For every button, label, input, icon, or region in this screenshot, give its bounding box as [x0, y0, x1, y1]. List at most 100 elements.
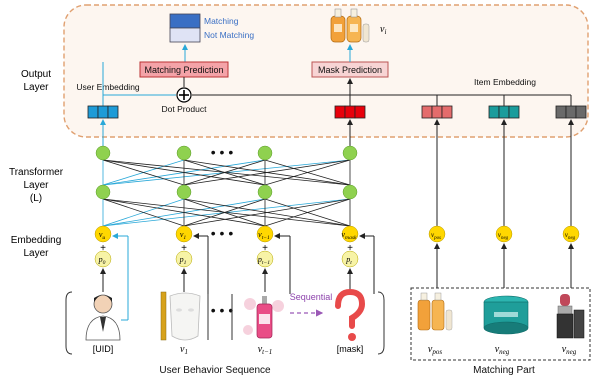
sequence-item-label: vt−1 — [258, 344, 273, 356]
position-embedding-symbol: p0 — [98, 255, 106, 266]
vector-cell — [575, 105, 587, 119]
user-avatar-icon — [85, 294, 121, 341]
transformer-nodes — [95, 145, 358, 200]
connection-emb-mid — [183, 198, 351, 227]
connection-emb-mid — [102, 198, 185, 227]
vector-cell — [334, 105, 346, 119]
mask-embedding-vector — [334, 105, 366, 119]
sequence-bracket-left — [65, 291, 73, 355]
position-embedding-node — [175, 250, 193, 268]
matching-item-label: vneg — [495, 344, 510, 356]
item-embedding-node — [94, 225, 112, 243]
plus-sign: + — [181, 243, 187, 254]
masked-item-label: vi — [380, 24, 386, 36]
item-embedding-node — [175, 225, 193, 243]
vector-cell — [421, 105, 433, 119]
transformer-node-mid — [95, 184, 111, 200]
item-embedding-symbol: v1 — [180, 230, 187, 241]
face-mask-icon — [160, 291, 201, 341]
match-item-embedding-node — [562, 225, 580, 243]
position-embedding-node — [256, 250, 274, 268]
item-embedding-node — [341, 225, 359, 243]
legend-not-matching-swatch — [169, 27, 201, 43]
vector-cell — [508, 105, 520, 119]
plus-sign: + — [262, 243, 268, 254]
match-item-embedding-symbol: vneg — [565, 231, 576, 241]
output-layer-label-line1: Output — [21, 69, 51, 80]
vector-cell — [431, 105, 443, 119]
shampoo-bottles-icon — [330, 8, 370, 43]
transformer-node-top — [342, 145, 358, 161]
transformer-node-top — [95, 145, 111, 161]
ellipsis-embedding: • • • — [211, 225, 234, 241]
position-embedding-symbol: p1 — [179, 255, 187, 266]
connection-emb-mid — [264, 198, 351, 227]
vector-cell — [565, 105, 577, 119]
lipstick-icon — [556, 294, 585, 339]
vector-cell — [555, 105, 567, 119]
legend-matching-label: Matching — [204, 16, 239, 26]
neg-item-vector-2 — [555, 105, 587, 119]
transformer-connections — [100, 119, 574, 288]
dot-product-label: Dot Product — [162, 104, 208, 114]
legend-matching-swatch — [169, 13, 201, 29]
transformer-layer-label-line2: Layer — [23, 180, 49, 191]
match-item-embedding-node — [428, 225, 446, 243]
vector-cell — [344, 105, 356, 119]
vector-cell — [87, 105, 99, 119]
cream-jar-icon — [483, 295, 529, 335]
position-embedding-node — [341, 250, 359, 268]
perfume-bottle-icon — [243, 296, 284, 339]
ellipsis-sequence: • • • — [211, 302, 234, 318]
position-embedding-symbol: pt−1 — [257, 255, 270, 266]
sequence-item-label: v1 — [180, 344, 188, 356]
question-mark-icon — [335, 288, 366, 341]
user-embedding-label: User Embedding — [76, 82, 140, 92]
matching-part-box — [410, 287, 591, 361]
match-item-embedding-symbol: vneg — [498, 231, 509, 241]
transformer-node-mid — [176, 184, 192, 200]
neg-item-vector-1 — [488, 105, 520, 119]
item-embedding-node — [256, 225, 274, 243]
embedding-vectors — [87, 105, 587, 119]
match-item-embedding-node — [495, 225, 513, 243]
embedding-layer-label-line2: Layer — [23, 248, 49, 259]
vector-cell — [441, 105, 453, 119]
connection-mid-top — [102, 159, 185, 186]
transformer-layer-label-line3: (L) — [30, 193, 42, 204]
item-embedding-symbol: vmask — [341, 230, 357, 241]
sequential-label: Sequential — [290, 292, 333, 302]
transformer-node-top — [257, 145, 273, 161]
transformer-node-top — [176, 145, 192, 161]
connection-mid-top — [183, 159, 351, 186]
vector-cell — [498, 105, 510, 119]
vector-cell — [354, 105, 366, 119]
mask-prediction-label: Mask Prediction — [318, 65, 382, 75]
transformer-node-mid — [257, 184, 273, 200]
connection-mid-top — [264, 159, 351, 186]
matching-prediction-label: Matching Prediction — [144, 65, 223, 75]
sequence-item-label: [mask] — [337, 344, 364, 354]
transformer-layer-label-line1: Transformer — [9, 167, 64, 178]
match-item-embedding-symbol: vpos — [431, 231, 441, 241]
user-behavior-sequence-title: User Behavior Sequence — [159, 365, 271, 376]
embedding-layer-label-line1: Embedding — [11, 235, 62, 246]
connection-emb-mid — [102, 198, 351, 227]
vector-cell — [97, 105, 109, 119]
vector-cell — [488, 105, 500, 119]
position-embedding-symbol: pt — [345, 255, 352, 266]
matching-item-label: vpos — [428, 344, 442, 356]
sequence-labels: [UID] v1 vt−1 [mask] — [93, 344, 364, 356]
plus-sign: + — [100, 243, 106, 254]
connection-emb-mid — [102, 198, 266, 227]
shampoo-bottles-small-icon — [417, 292, 453, 331]
item-embedding-symbol: vu — [99, 230, 106, 241]
item-embedding-label: Item Embedding — [474, 77, 536, 87]
connection-mid-top — [102, 159, 266, 186]
sequence-item-label: [UID] — [93, 344, 114, 354]
plus-sign: + — [347, 243, 353, 254]
